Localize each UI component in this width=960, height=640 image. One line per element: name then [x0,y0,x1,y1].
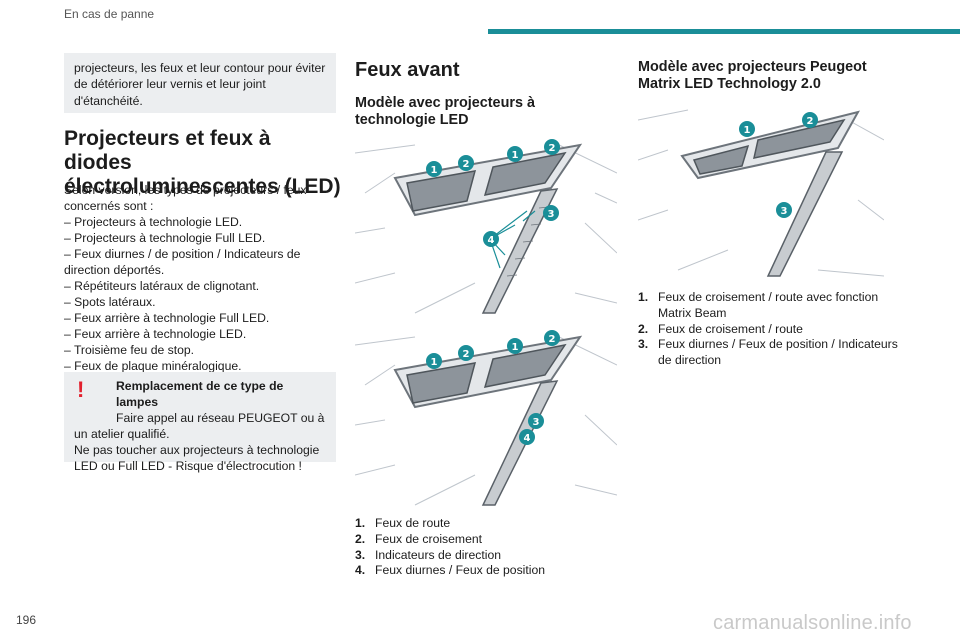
svg-text:2: 2 [463,159,470,170]
svg-text:2: 2 [807,116,814,127]
svg-text:4: 4 [524,433,531,444]
page-number: 196 [16,613,37,627]
intro-block: Selon version, les types de projecteurs … [64,182,340,374]
callout-1-icon: 1 [739,121,755,137]
svg-text:4: 4 [488,235,495,246]
list-item: – Projecteurs à technologie LED. [64,215,243,229]
svg-text:1: 1 [431,165,438,176]
callout-badges: 1 2 1 2 3 4 [426,139,560,247]
warning-text-line: un atelier qualifié. [74,427,170,441]
legend-row: 2.Feux de croisement / route [638,321,803,336]
intro-text: Selon version, les types de projecteurs … [64,183,307,213]
led-legend: 1.Feux de route 2.Feux de croisement 3.I… [355,516,617,579]
svg-text:2: 2 [463,349,470,360]
svg-text:3: 3 [781,206,788,217]
legend-row: 2.Feux de croisement [355,531,483,546]
callout-2-icon: 2 [458,345,474,361]
callout-2-icon: 2 [544,139,560,155]
callout-3-icon: 3 [543,205,559,221]
list-item: – Projecteurs à technologie Full LED. [64,231,266,245]
list-item: – Répétiteurs latéraux de clignotant. [64,279,260,293]
legend-row: 4.Feux diurnes / Feux de position [355,563,546,578]
callout-3-icon: 3 [776,202,792,218]
svg-text:3: 3 [533,417,540,428]
warning-title: Remplacement de ce type de lampes [116,379,284,409]
callout-1-icon: 1 [507,146,523,162]
section-title: Projecteurs et feux à diodes électrolumi… [64,127,341,198]
callout-badges: 1 2 1 2 3 4 [426,330,560,445]
callout-3-icon: 3 [528,413,544,429]
legend-row: 1.Feux de route [355,516,451,530]
warning-box: ! Remplacement de ce type de lampes Fair… [64,372,336,473]
callout-4-icon: 4 [519,429,535,445]
led-model-subtitle: Modèle avec projecteurs à technologie LE… [355,95,535,128]
callout-1-icon: 1 [507,338,523,354]
callout-2-icon: 2 [802,112,818,128]
matrix-headlamp-figure: 1 2 3 [638,109,884,277]
list-item: – Troisième feu de stop. [64,343,195,357]
led-headlamp-figure-bottom: 1 2 1 2 3 4 [355,330,617,506]
callout-2-icon: 2 [458,155,474,171]
warning-exclamation-icon: ! [77,377,85,402]
front-lights-title: Feux avant [355,59,460,81]
callout-2-icon: 2 [544,330,560,346]
matrix-model-subtitle: Modèle avec projecteurs Peugeot Matrix L… [638,59,867,92]
callout-1-icon: 1 [426,353,442,369]
list-item: – Feux diurnes / de position / Indicateu… [64,247,301,277]
list-item: – Feux arrière à technologie Full LED. [64,311,270,325]
warning-text-line: Ne pas toucher aux projecteurs à technol… [74,443,320,473]
matrix-legend: 1.Feux de croisement / route avec foncti… [638,290,900,369]
lamp-type-list: – Projecteurs à technologie LED. – Proje… [64,214,340,374]
header-accent-bar [488,29,960,34]
svg-text:1: 1 [744,125,751,136]
svg-text:2: 2 [549,334,556,345]
legend-row: 3.Indicateurs de direction [355,547,502,562]
continued-note-box: projecteurs, les feux et leur contour po… [64,53,336,113]
watermark: carmanualsonline.info [713,612,912,634]
led-headlamp-figure-top: 1 2 1 2 3 4 [355,139,617,314]
callout-1-icon: 1 [426,161,442,177]
list-item: – Feux arrière à technologie LED. [64,327,247,341]
legend-row: 3.Feux diurnes / Feux de position / Indi… [638,337,898,368]
svg-text:3: 3 [548,209,555,220]
svg-text:2: 2 [549,143,556,154]
svg-text:1: 1 [512,150,519,161]
callout-4-icon: 4 [483,231,499,247]
svg-text:1: 1 [512,342,519,353]
running-header: En cas de panne [64,7,155,21]
list-item: – Feux de plaque minéralogique. [64,359,242,373]
legend-row: 1.Feux de croisement / route avec foncti… [638,290,879,320]
callout-badges: 1 2 3 [739,112,818,218]
warning-text-line: Faire appel au réseau PEUGEOT ou à [116,411,325,425]
svg-text:1: 1 [431,357,438,368]
list-item: – Spots latéraux. [64,295,156,309]
